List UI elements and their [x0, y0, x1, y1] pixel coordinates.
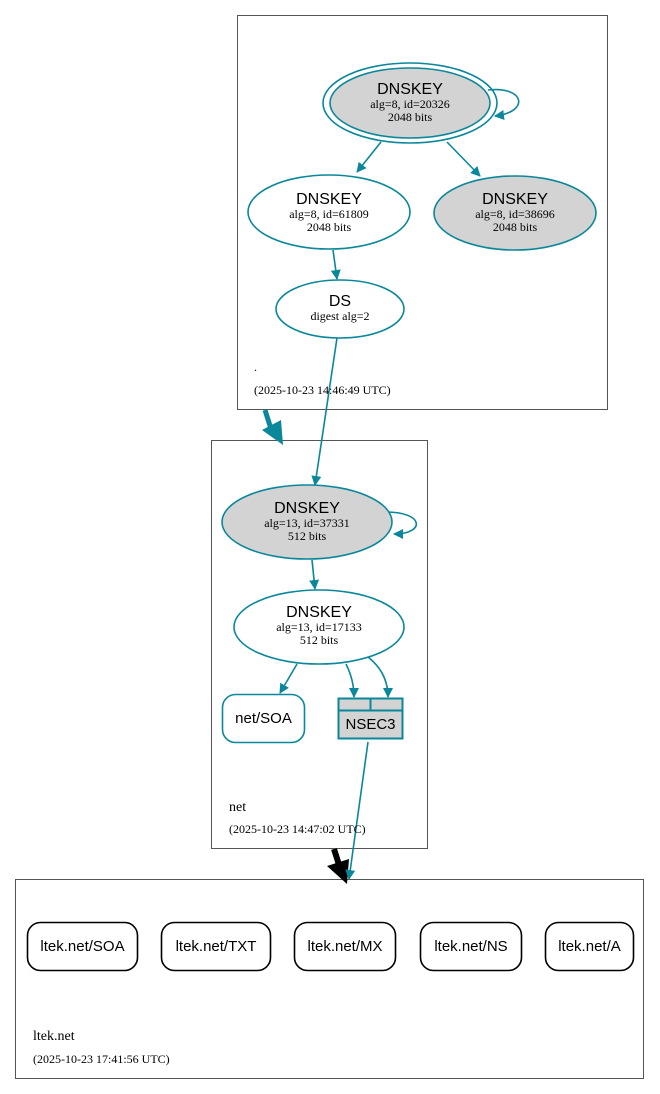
- node-net-ds-line1: digest alg=2: [310, 309, 369, 323]
- edge-root-ksk-to-zsk: [356, 141, 382, 173]
- edge-root-zsk-to-ds: [330, 249, 341, 280]
- ltek-record-mx[interactable]: ltek.net/MX: [293, 921, 397, 972]
- node-root-key-38696[interactable]: DNSKEY alg=8, id=38696 2048 bits: [433, 175, 597, 251]
- node-net-ksk-line2: 512 bits: [288, 529, 327, 543]
- ltek-record-a[interactable]: ltek.net/A: [544, 921, 635, 972]
- node-root-key3-line2: 2048 bits: [493, 220, 538, 234]
- edge-net-ksk-self: [385, 511, 418, 539]
- edge-net-ksk-to-zsk: [309, 559, 320, 590]
- zone-root-timestamp: (2025-10-23 14:46:49 UTC): [254, 383, 391, 397]
- zone-ltek-name: ltek.net: [33, 1029, 75, 1044]
- node-root-ksk-line1: alg=8, id=20326: [370, 97, 450, 111]
- ltek-record-soa-label: ltek.net/SOA: [40, 938, 124, 955]
- node-nsec3[interactable]: NSEC3: [337, 697, 404, 740]
- zone-net-name: net: [229, 800, 246, 815]
- node-root-zsk-line2: 2048 bits: [307, 220, 352, 234]
- edge-net-zsk-to-soa: [279, 663, 298, 694]
- zone-net-box: [211, 440, 428, 849]
- node-root-ksk-line2: 2048 bits: [388, 110, 433, 124]
- ltek-record-soa[interactable]: ltek.net/SOA: [26, 921, 139, 972]
- ltek-record-txt[interactable]: ltek.net/TXT: [160, 921, 272, 972]
- node-net-ksk[interactable]: DNSKEY alg=13, id=37331 512 bits: [221, 484, 393, 560]
- delegation-arrow-root-to-net: [262, 409, 283, 445]
- node-root-zsk[interactable]: DNSKEY alg=8, id=61809 2048 bits: [247, 174, 411, 250]
- edge-ds-to-net-ksk: [311, 337, 338, 486]
- delegation-arrow-net-to-ltek: [327, 848, 349, 884]
- edge-root-ksk-to-38696: [446, 141, 481, 177]
- ltek-record-txt-label: ltek.net/TXT: [176, 938, 257, 955]
- node-net-zsk-line1: alg=13, id=17133: [276, 620, 362, 634]
- node-net-ksk-title: DNSKEY: [274, 500, 340, 517]
- node-net-soa[interactable]: net/SOA: [221, 693, 306, 744]
- node-root-zsk-line1: alg=8, id=61809: [289, 207, 369, 221]
- zone-root-box: [237, 15, 608, 410]
- ltek-record-ns[interactable]: ltek.net/NS: [419, 921, 523, 972]
- node-net-zsk-title: DNSKEY: [286, 604, 352, 621]
- zone-ltek-timestamp: (2025-10-23 17:41:56 UTC): [33, 1052, 170, 1066]
- edge-nsec3-to-ltek: [345, 741, 369, 880]
- edge-net-zsk-to-nsec3-a: [345, 663, 359, 698]
- node-net-ds-title: DS: [329, 293, 351, 310]
- node-nsec3-label: NSEC3: [345, 716, 395, 733]
- node-net-zsk-line2: 512 bits: [300, 633, 339, 647]
- node-root-zsk-title: DNSKEY: [296, 191, 362, 208]
- edge-root-ksk-self: [487, 88, 520, 120]
- node-root-key3-line1: alg=8, id=38696: [475, 207, 555, 221]
- node-root-ksk-title: DNSKEY: [377, 81, 443, 98]
- node-root-key3-title: DNSKEY: [482, 191, 548, 208]
- zone-root-name: .: [254, 360, 257, 374]
- node-root-ksk[interactable]: DNSKEY alg=8, id=20326 2048 bits: [322, 62, 498, 144]
- node-net-zsk[interactable]: DNSKEY alg=13, id=17133 512 bits: [233, 589, 405, 665]
- zone-net-timestamp: (2025-10-23 14:47:02 UTC): [229, 822, 366, 836]
- ltek-record-mx-label: ltek.net/MX: [307, 938, 382, 955]
- node-net-ksk-line1: alg=13, id=37331: [264, 516, 350, 530]
- zone-ltek-box: [15, 879, 644, 1079]
- node-net-ds[interactable]: DS digest alg=2: [275, 279, 405, 339]
- node-net-soa-label: net/SOA: [235, 710, 292, 727]
- ltek-record-a-label: ltek.net/A: [558, 938, 621, 955]
- edge-net-zsk-to-nsec3-b: [367, 656, 393, 698]
- ltek-record-ns-label: ltek.net/NS: [434, 938, 507, 955]
